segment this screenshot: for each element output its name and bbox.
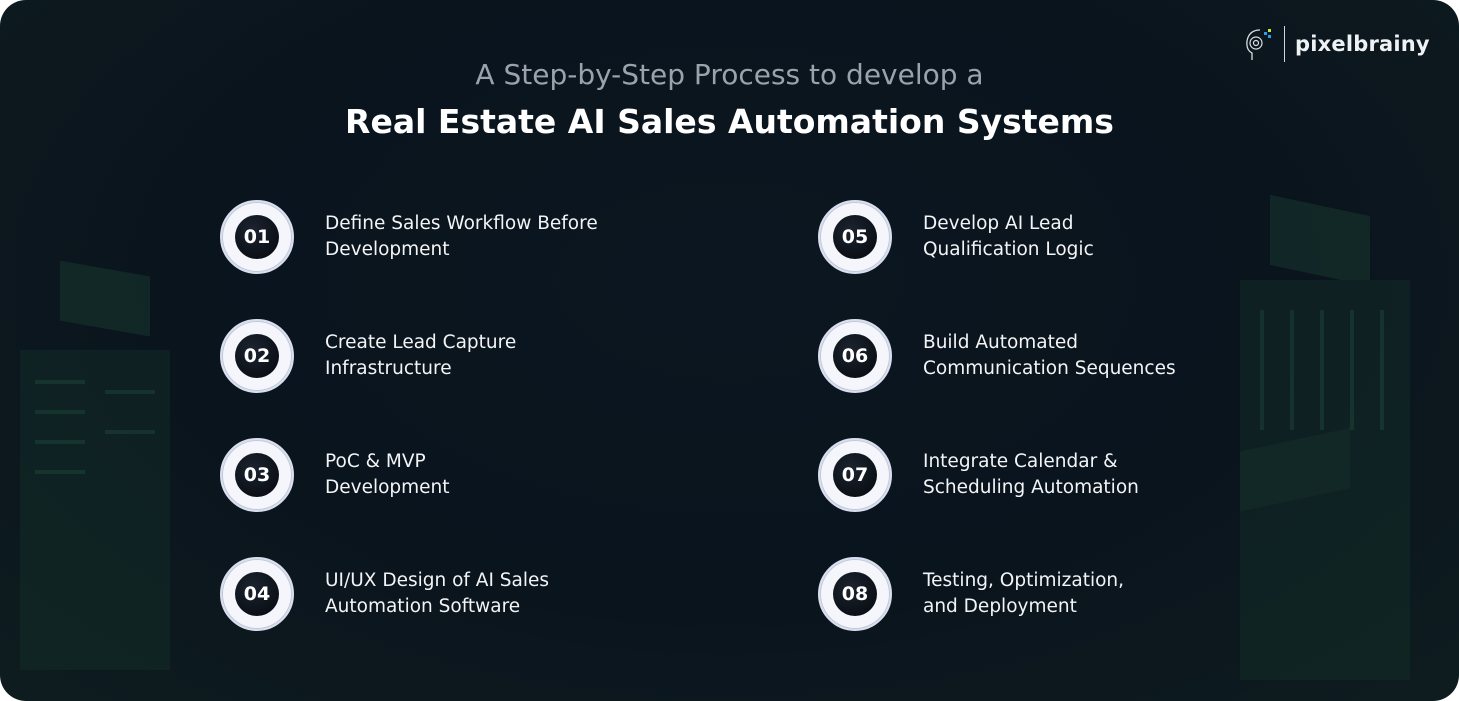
step-number-badge: 08 [818, 557, 892, 631]
page-title: Real Estate AI Sales Automation Systems [345, 102, 1114, 141]
step-number-badge: 05 [818, 200, 892, 274]
building-illustration-left [20, 260, 170, 670]
building-illustration-right [1240, 194, 1410, 680]
step-07: 07 Integrate Calendar &Scheduling Automa… [818, 438, 1243, 512]
step-number-badge: 07 [818, 438, 892, 512]
step-label: Integrate Calendar &Scheduling Automatio… [923, 451, 1139, 498]
title-line-1: A Step-by-Step Process to develop a [475, 58, 984, 91]
step-number-badge: 06 [818, 319, 892, 393]
brand-name: pixelbrainy [1295, 32, 1430, 56]
brain-head-icon [1246, 29, 1271, 60]
step-number-badge: 03 [220, 438, 294, 512]
step-number-badge: 02 [220, 319, 294, 393]
pixelbrainy-logo: pixelbrainy [1244, 26, 1430, 62]
step-number-badge: 04 [220, 557, 294, 631]
logo-divider [1284, 26, 1285, 62]
step-label: Testing, Optimization,and Deployment [923, 570, 1125, 617]
step-08: 08 Testing, Optimization,and Deployment [818, 557, 1243, 631]
step-number-badge: 01 [220, 200, 294, 274]
